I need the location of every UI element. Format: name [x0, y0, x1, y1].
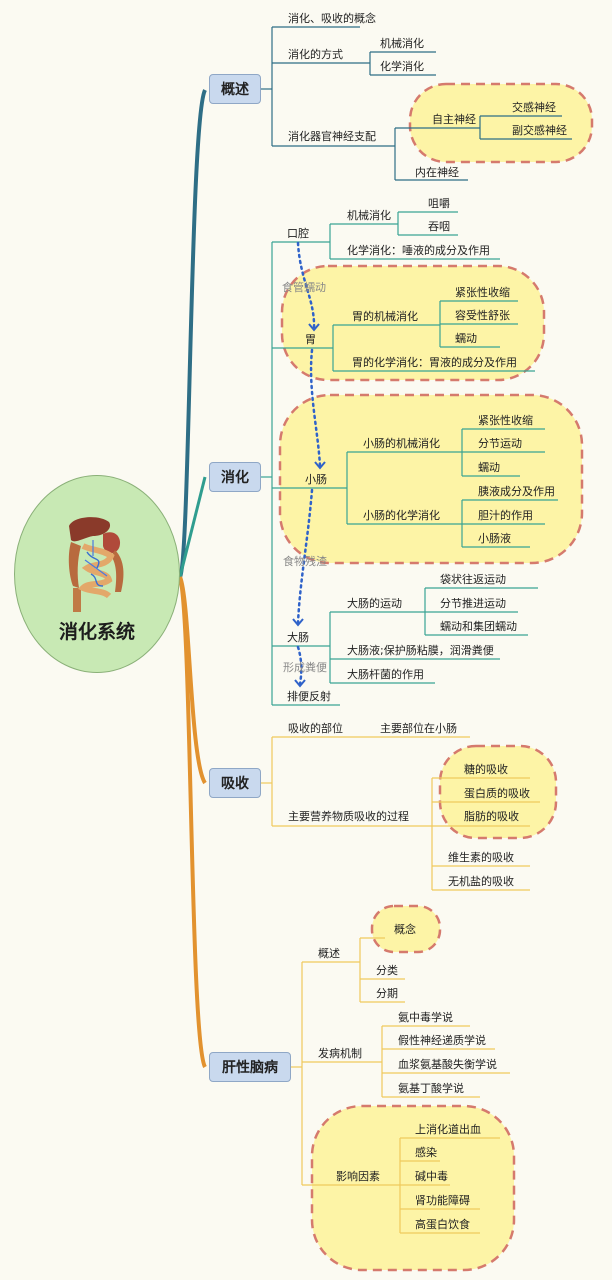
node-haustral[interactable]: 袋状往返运动: [440, 573, 506, 586]
node-fat[interactable]: 脂肪的吸收: [464, 810, 519, 823]
node-mechanical-digestion[interactable]: 机械消化: [380, 37, 424, 50]
node-intrinsic-nerve[interactable]: 内在神经: [415, 166, 459, 179]
node-bile[interactable]: 胆汁的作用: [478, 509, 533, 522]
node-small-peristalsis[interactable]: 蠕动: [478, 461, 500, 474]
root-node: 消化系统: [14, 475, 180, 673]
node-receptive[interactable]: 容受性舒张: [455, 309, 510, 322]
node-chew[interactable]: 咀嚼: [428, 197, 450, 210]
node-segmentation[interactable]: 分节运动: [478, 437, 522, 450]
node-absorption-site[interactable]: 吸收的部位: [288, 722, 343, 735]
node-hepatic-overview[interactable]: 概述: [318, 947, 340, 960]
node-swallow[interactable]: 吞咽: [428, 220, 450, 233]
node-stomach-tonic[interactable]: 紧张性收缩: [455, 286, 510, 299]
node-defecation[interactable]: 排便反射: [287, 690, 331, 703]
node-hepatic-stage[interactable]: 分期: [376, 987, 398, 1000]
node-sugar[interactable]: 糖的吸收: [464, 763, 508, 776]
blob-absorption-nutrients: [438, 744, 558, 840]
root-title: 消化系统: [58, 621, 135, 643]
node-renal[interactable]: 肾功能障碍: [415, 1194, 470, 1207]
node-small-chemical[interactable]: 小肠的化学消化: [363, 509, 440, 522]
highlight-blobs: [278, 82, 594, 1272]
node-small-tonic[interactable]: 紧张性收缩: [478, 414, 533, 427]
node-concept[interactable]: 消化、吸收的概念: [288, 12, 376, 25]
blob-stomach: [280, 264, 546, 382]
node-bleeding[interactable]: 上消化道出血: [415, 1123, 481, 1136]
node-chemical-digestion[interactable]: 化学消化: [380, 60, 424, 73]
node-parasympathetic[interactable]: 副交感神经: [512, 124, 567, 137]
node-nerve-innervation[interactable]: 消化器官神经支配: [288, 130, 376, 143]
node-mass-movement[interactable]: 蠕动和集团蠕动: [440, 620, 517, 633]
blob-autonomic-nerves: [408, 82, 594, 164]
node-hepatic-mechanism[interactable]: 发病机制: [318, 1047, 362, 1060]
digestive-organs-icon: [68, 517, 124, 612]
node-digestion-methods[interactable]: 消化的方式: [288, 48, 343, 61]
node-mouth[interactable]: 口腔: [287, 227, 309, 240]
main-node-overview[interactable]: 概述: [209, 74, 261, 104]
main-node-digestion[interactable]: 消化: [209, 462, 261, 492]
node-absorption-site-main[interactable]: 主要部位在小肠: [380, 722, 457, 735]
node-mineral[interactable]: 无机盐的吸收: [448, 875, 514, 888]
main-node-absorption[interactable]: 吸收: [209, 768, 261, 798]
node-high-protein[interactable]: 高蛋白饮食: [415, 1218, 470, 1231]
blob-hepatic-concept: [370, 904, 442, 954]
node-false-neurotransmitter[interactable]: 假性神经递质学说: [398, 1034, 486, 1047]
node-protein[interactable]: 蛋白质的吸收: [464, 787, 530, 800]
node-infection[interactable]: 感染: [415, 1146, 437, 1159]
node-autonomic-nerve[interactable]: 自主神经: [432, 113, 476, 126]
node-absorption-process[interactable]: 主要营养物质吸收的过程: [288, 810, 409, 823]
node-small-mechanical[interactable]: 小肠的机械消化: [363, 437, 440, 450]
node-stomach-mechanical[interactable]: 胃的机械消化: [352, 310, 418, 323]
main-node-hepatic[interactable]: 肝性脑病: [209, 1052, 291, 1082]
node-vitamin[interactable]: 维生素的吸收: [448, 851, 514, 864]
blob-hepatic-factors: [310, 1104, 516, 1272]
annot-feces: 形成粪便: [283, 661, 327, 674]
node-factors[interactable]: 影响因素: [336, 1170, 380, 1183]
blob-small-intestine: [278, 393, 584, 565]
node-amino-acid[interactable]: 血浆氨基酸失衡学说: [398, 1058, 497, 1071]
annot-esophagus: 食管蠕动: [282, 281, 326, 294]
node-large-fluid[interactable]: 大肠液;保护肠粘膜，润滑粪便: [347, 644, 494, 657]
node-stomach-peristalsis[interactable]: 蠕动: [455, 332, 477, 345]
node-sympathetic[interactable]: 交感神经: [512, 101, 556, 114]
node-ammonia[interactable]: 氨中毒学说: [398, 1011, 453, 1024]
annot-residue: 食物残渣: [283, 555, 327, 568]
node-mouth-mechanical[interactable]: 机械消化: [347, 209, 391, 222]
node-pancreatic[interactable]: 胰液成分及作用: [478, 485, 555, 498]
node-segmental-push[interactable]: 分节推进运动: [440, 597, 506, 610]
node-gaba[interactable]: 氨基丁酸学说: [398, 1082, 464, 1095]
node-bacteria[interactable]: 大肠杆菌的作用: [347, 668, 424, 681]
node-large-movement[interactable]: 大肠的运动: [347, 597, 402, 610]
node-large-intestine[interactable]: 大肠: [287, 631, 309, 644]
node-intestinal-fluid[interactable]: 小肠液: [478, 532, 511, 545]
node-alkalosis[interactable]: 碱中毒: [415, 1170, 448, 1183]
node-small-intestine[interactable]: 小肠: [305, 473, 327, 486]
node-hepatic-classify[interactable]: 分类: [376, 964, 398, 977]
node-stomach-chemical[interactable]: 胃的化学消化：胃液的成分及作用: [352, 356, 517, 369]
node-hepatic-concept[interactable]: 概念: [394, 923, 416, 936]
node-stomach[interactable]: 胃: [305, 333, 316, 346]
node-mouth-chemical[interactable]: 化学消化：唾液的成分及作用: [347, 244, 490, 257]
